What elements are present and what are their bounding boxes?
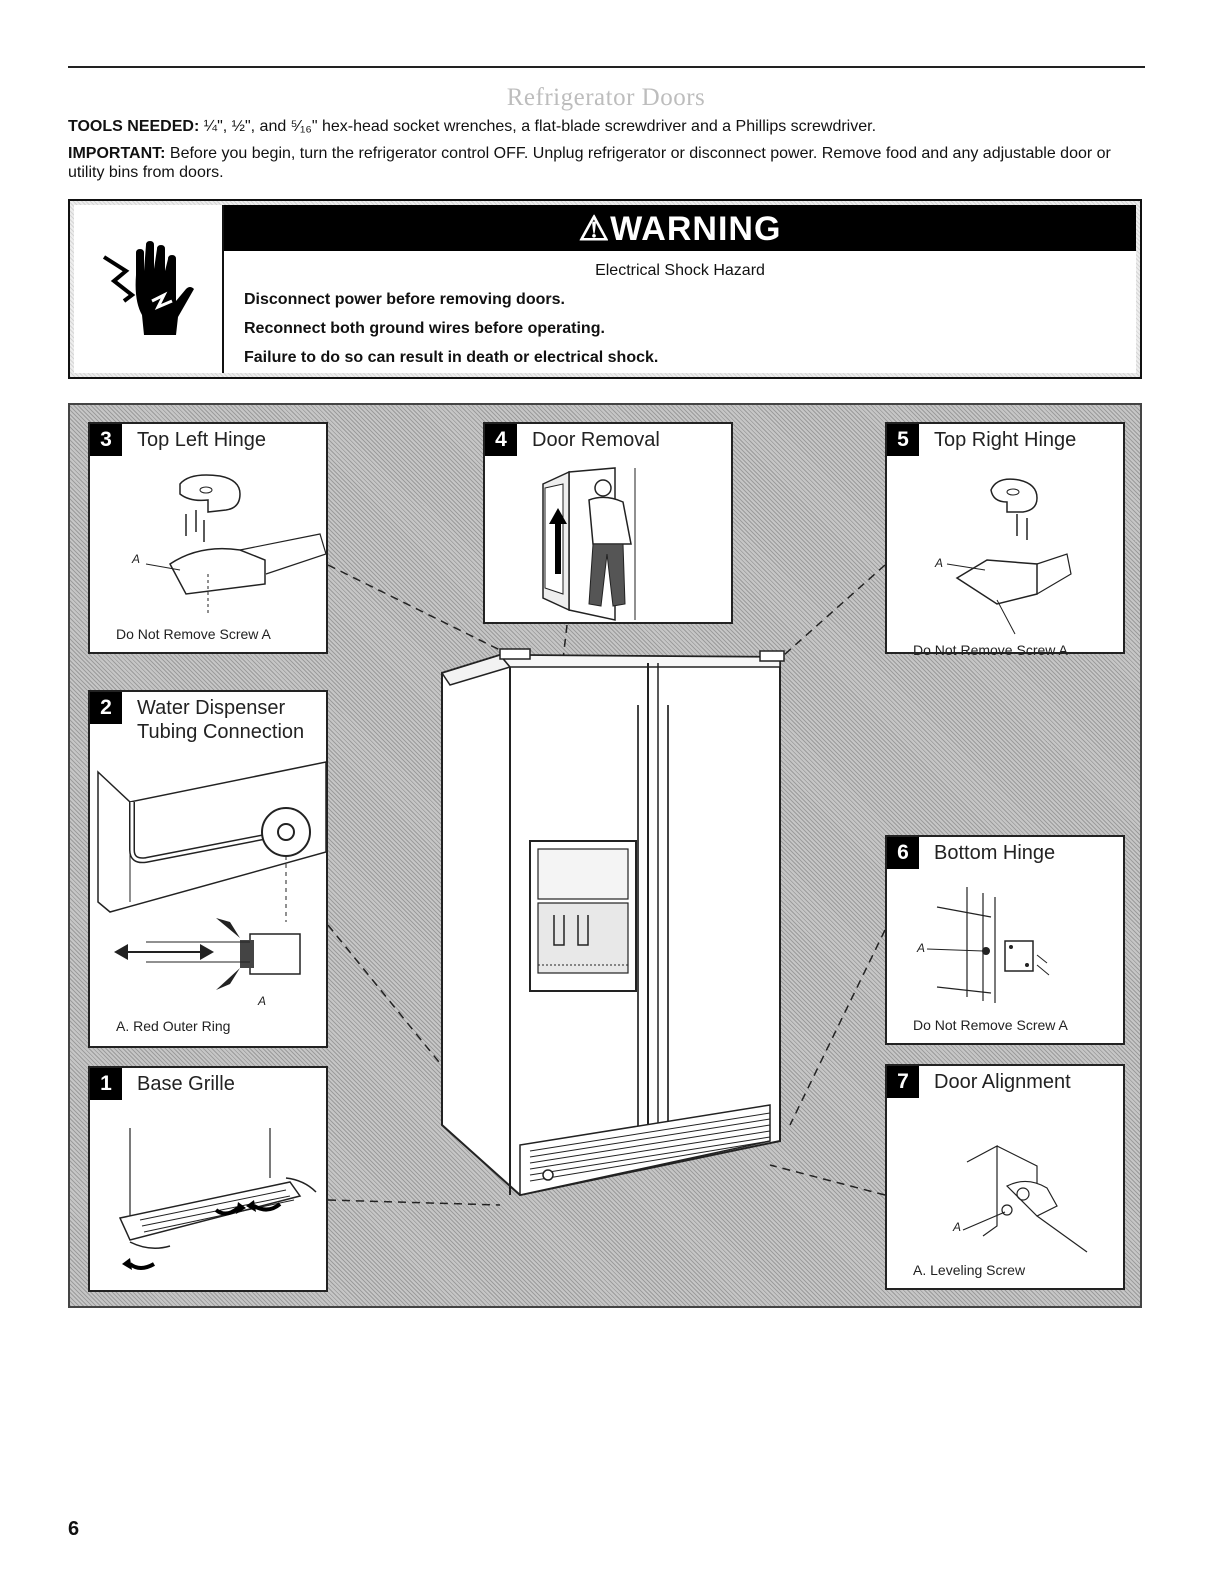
warning-icon-cell: [74, 205, 224, 373]
step-number: 2: [90, 692, 122, 724]
electrical-shock-hand-icon: [102, 241, 194, 335]
diagram-panel: 3 Top Left Hinge A Do Not Remove Screw A…: [68, 403, 1142, 1308]
step-6-bottom-hinge: 6 Bottom Hinge A Do Not Remove Screw A: [885, 835, 1125, 1045]
step-title: Door Alignment: [934, 1071, 1071, 1093]
door-removal-illustration: [542, 467, 636, 621]
step-title: Top Left Hinge: [137, 429, 266, 451]
step-number: 1: [90, 1068, 122, 1100]
door-alignment-illustration: [962, 1145, 1088, 1253]
label-a: A: [132, 552, 141, 566]
important-text: Before you begin, turn the refrigerator …: [68, 145, 1111, 181]
page-title: Refrigerator Doors: [506, 84, 706, 111]
step-3-top-left-hinge: 3 Top Left Hinge A Do Not Remove Screw A: [88, 422, 328, 654]
top-rule: [68, 66, 1145, 68]
label-a: A: [935, 556, 944, 570]
step-caption: Do Not Remove Screw A: [116, 626, 271, 642]
warning-triangle-icon: ⚠: [578, 210, 611, 248]
step-number: 3: [90, 424, 122, 456]
step-2-water-dispenser-tubing: 2 Water Dispenser Tubing Connection A A.…: [88, 690, 328, 1048]
water-tubing-illustration: [97, 761, 326, 990]
page-number: 6: [68, 1518, 80, 1540]
step-title: Door Removal: [532, 429, 660, 451]
refrigerator-illustration: [327, 564, 886, 1206]
tools-label: TOOLS NEEDED:: [68, 118, 200, 135]
warning-hazard: Electrical Shock Hazard: [595, 262, 765, 279]
base-grille-illustration: [118, 1128, 317, 1270]
step-5-top-right-hinge: 5 Top Right Hinge A Do Not Remove Screw …: [885, 422, 1125, 658]
bottom-hinge-illustration: [926, 887, 1050, 1003]
step-title: Bottom Hinge: [934, 842, 1056, 864]
warning-line-1: Disconnect power before removing doors.: [244, 291, 565, 308]
label-a: A: [258, 994, 267, 1008]
step-caption: A. Leveling Screw: [913, 1262, 1026, 1278]
warning-banner: ⚠WARNING: [224, 205, 1136, 251]
warning-box: ⚠WARNING Electrical Shock Hazard Disconn…: [68, 199, 1142, 379]
step-title: Base Grille: [137, 1073, 235, 1095]
tools-text: ¼", ½", and ⁵⁄₁₆" hex-head socket wrench…: [199, 118, 877, 135]
important-note: IMPORTANT: Before you begin, turn the re…: [68, 144, 1145, 182]
tools-needed: TOOLS NEEDED: ¼", ½", and ⁵⁄₁₆" hex-head…: [68, 117, 1145, 136]
warning-line-3: Failure to do so can result in death or …: [244, 349, 659, 366]
warning-body: ⚠WARNING Electrical Shock Hazard Disconn…: [224, 205, 1136, 373]
step-title-line-2: Tubing Connection: [137, 721, 305, 743]
step-number: 5: [887, 424, 919, 456]
step-title-line-1: Water Dispenser: [137, 697, 286, 719]
step-caption: Do Not Remove Screw A: [913, 642, 1068, 658]
top-right-hinge-illustration: [946, 478, 1072, 635]
step-caption: A. Red Outer Ring: [116, 1018, 231, 1034]
step-4-door-removal: 4 Door Removal: [483, 422, 733, 624]
step-1-base-grille: 1 Base Grille: [88, 1066, 328, 1292]
label-a: A: [917, 941, 926, 955]
warning-banner-text: WARNING: [610, 210, 782, 248]
step-number: 4: [485, 424, 517, 456]
step-7-door-alignment: 7 Door Alignment A A. Leveling Screw: [885, 1064, 1125, 1290]
label-a: A: [953, 1220, 962, 1234]
important-label: IMPORTANT:: [68, 145, 166, 162]
top-left-hinge-illustration: [145, 474, 326, 614]
warning-line-2: Reconnect both ground wires before opera…: [244, 320, 605, 337]
step-caption: Do Not Remove Screw A: [913, 1017, 1068, 1033]
step-number: 6: [887, 837, 919, 869]
step-number: 7: [887, 1066, 919, 1098]
step-title: Water Dispenser Tubing Connection: [137, 696, 304, 744]
step-title: Top Right Hinge: [934, 429, 1077, 451]
